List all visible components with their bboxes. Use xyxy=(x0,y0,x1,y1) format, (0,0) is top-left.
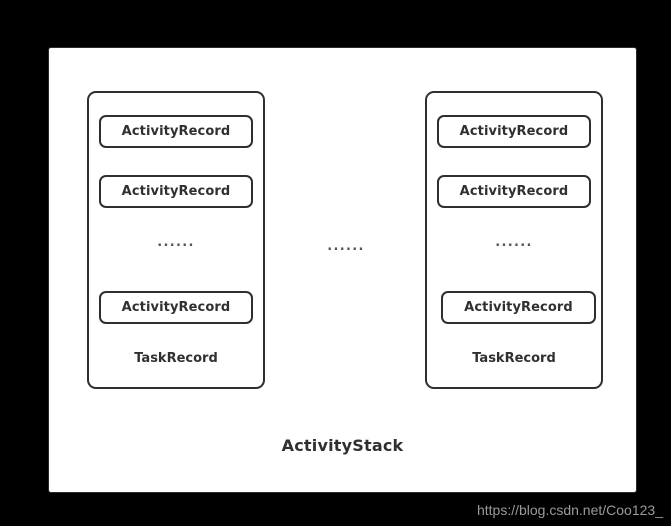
activity-record-label: ActivityRecord xyxy=(459,184,569,199)
activity-record-box: ActivityRecord xyxy=(99,291,253,324)
activity-record-label: ActivityRecord xyxy=(459,124,569,139)
activity-record-box: ActivityRecord xyxy=(441,291,596,324)
activity-record-label: ActivityRecord xyxy=(464,300,573,315)
activity-stack-title: ActivityStack xyxy=(281,436,404,455)
ellipsis-label: ...... xyxy=(495,235,533,250)
activity-stack-panel: ActivityRecord ActivityRecord ...... Act… xyxy=(48,47,637,493)
activity-record-box: ActivityRecord xyxy=(437,175,591,208)
activity-record-box: ActivityRecord xyxy=(437,115,591,148)
activity-record-box: ActivityRecord xyxy=(99,175,253,208)
task-record-container-1: ActivityRecord ActivityRecord ...... Act… xyxy=(87,91,265,389)
task-record-container-2: ActivityRecord ActivityRecord ...... Act… xyxy=(425,91,603,389)
ellipsis-between-tasks: ...... xyxy=(327,239,365,254)
task-record-label: TaskRecord xyxy=(472,351,556,366)
activity-record-label: ActivityRecord xyxy=(121,124,231,139)
activity-record-label: ActivityRecord xyxy=(121,300,231,315)
watermark-text: https://blog.csdn.net/Coo123_ xyxy=(476,502,663,518)
ellipsis-label: ...... xyxy=(157,235,195,250)
task-record-label: TaskRecord xyxy=(134,351,218,366)
activity-record-box: ActivityRecord xyxy=(99,115,253,148)
activity-record-label: ActivityRecord xyxy=(121,184,231,199)
